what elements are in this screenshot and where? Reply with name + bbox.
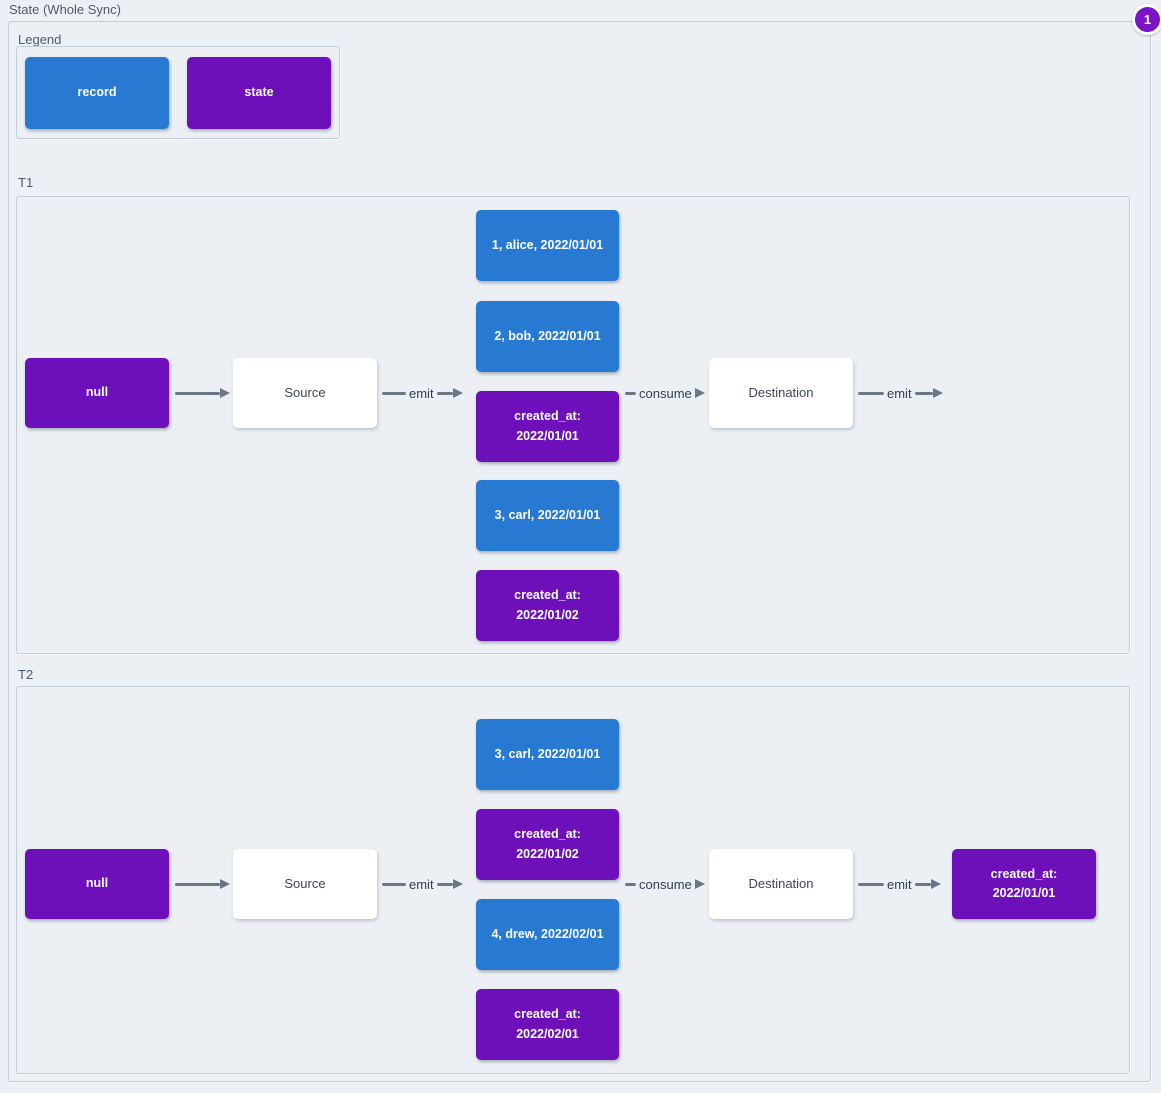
arrow-shaft: [625, 882, 636, 886]
t2-output-emit-arrow: emit: [858, 875, 941, 893]
arrow-shaft: [625, 391, 636, 395]
t1-message-state: created_at: 2022/01/02: [476, 570, 619, 641]
t1-message-record: 3, carl, 2022/01/01: [476, 480, 619, 551]
arrow-head-icon: [452, 388, 463, 398]
legend-title: Legend: [18, 32, 62, 47]
arrow-shaft: [382, 882, 406, 886]
t1-consume-arrow: consume: [625, 384, 705, 402]
diagram-title: State (Whole Sync): [9, 2, 121, 17]
consume-label: consume: [639, 385, 692, 401]
arrow-head-icon: [694, 388, 705, 398]
legend-frame: [16, 46, 340, 139]
arrow-shaft: [858, 391, 884, 395]
emit-label: emit: [409, 876, 434, 892]
t2-consume-arrow: consume: [625, 875, 705, 893]
arrow-shaft: [175, 391, 220, 395]
legend-record-swatch: record: [25, 57, 169, 129]
section-t2-title: T2: [18, 667, 34, 682]
arrow-head-icon: [932, 388, 943, 398]
t2-output-state-node: created_at: 2022/01/01: [952, 849, 1096, 919]
t1-initial-state-node: null: [25, 358, 169, 428]
legend-state-swatch: state: [187, 57, 331, 129]
section-t1-title: T1: [18, 175, 34, 190]
arrow-shaft: [436, 391, 453, 395]
arrow-shaft: [382, 391, 406, 395]
arrow-shaft: [175, 882, 220, 886]
arrow-head-icon: [452, 879, 463, 889]
t2-source-node: Source: [233, 849, 377, 919]
t2-message-state: created_at: 2022/02/01: [476, 989, 619, 1060]
arrow-shaft: [914, 882, 931, 886]
t2-arrow-null-to-source: [175, 875, 230, 893]
emit-label: emit: [887, 385, 912, 401]
consume-label: consume: [639, 876, 692, 892]
section-t1-frame: [16, 196, 1130, 654]
t2-message-record: 3, carl, 2022/01/01: [476, 719, 619, 790]
arrow-shaft: [436, 882, 453, 886]
arrow-head-icon: [930, 879, 941, 889]
section-t2-frame: [16, 686, 1130, 1074]
arrow-head-icon: [694, 879, 705, 889]
t1-message-record: 2, bob, 2022/01/01: [476, 301, 619, 372]
arrow-shaft: [914, 391, 933, 395]
t1-output-emit-arrow: emit: [858, 384, 943, 402]
arrow-shaft: [858, 882, 884, 886]
arrow-head-icon: [220, 879, 230, 889]
t1-destination-node: Destination: [709, 358, 853, 428]
t2-message-state: created_at: 2022/01/02: [476, 809, 619, 880]
t1-message-state: created_at: 2022/01/01: [476, 391, 619, 462]
t2-emit-arrow: emit: [382, 875, 463, 893]
arrow-head-icon: [220, 388, 230, 398]
annotation-badge: 1: [1132, 4, 1161, 35]
t2-message-record: 4, drew, 2022/02/01: [476, 899, 619, 970]
t1-arrow-null-to-source: [175, 384, 230, 402]
emit-label: emit: [887, 876, 912, 892]
t1-message-record: 1, alice, 2022/01/01: [476, 210, 619, 281]
t2-destination-node: Destination: [709, 849, 853, 919]
t2-initial-state-node: null: [25, 849, 169, 919]
t1-source-node: Source: [233, 358, 377, 428]
emit-label: emit: [409, 385, 434, 401]
outer-frame: [8, 21, 1151, 1082]
t1-emit-arrow: emit: [382, 384, 463, 402]
